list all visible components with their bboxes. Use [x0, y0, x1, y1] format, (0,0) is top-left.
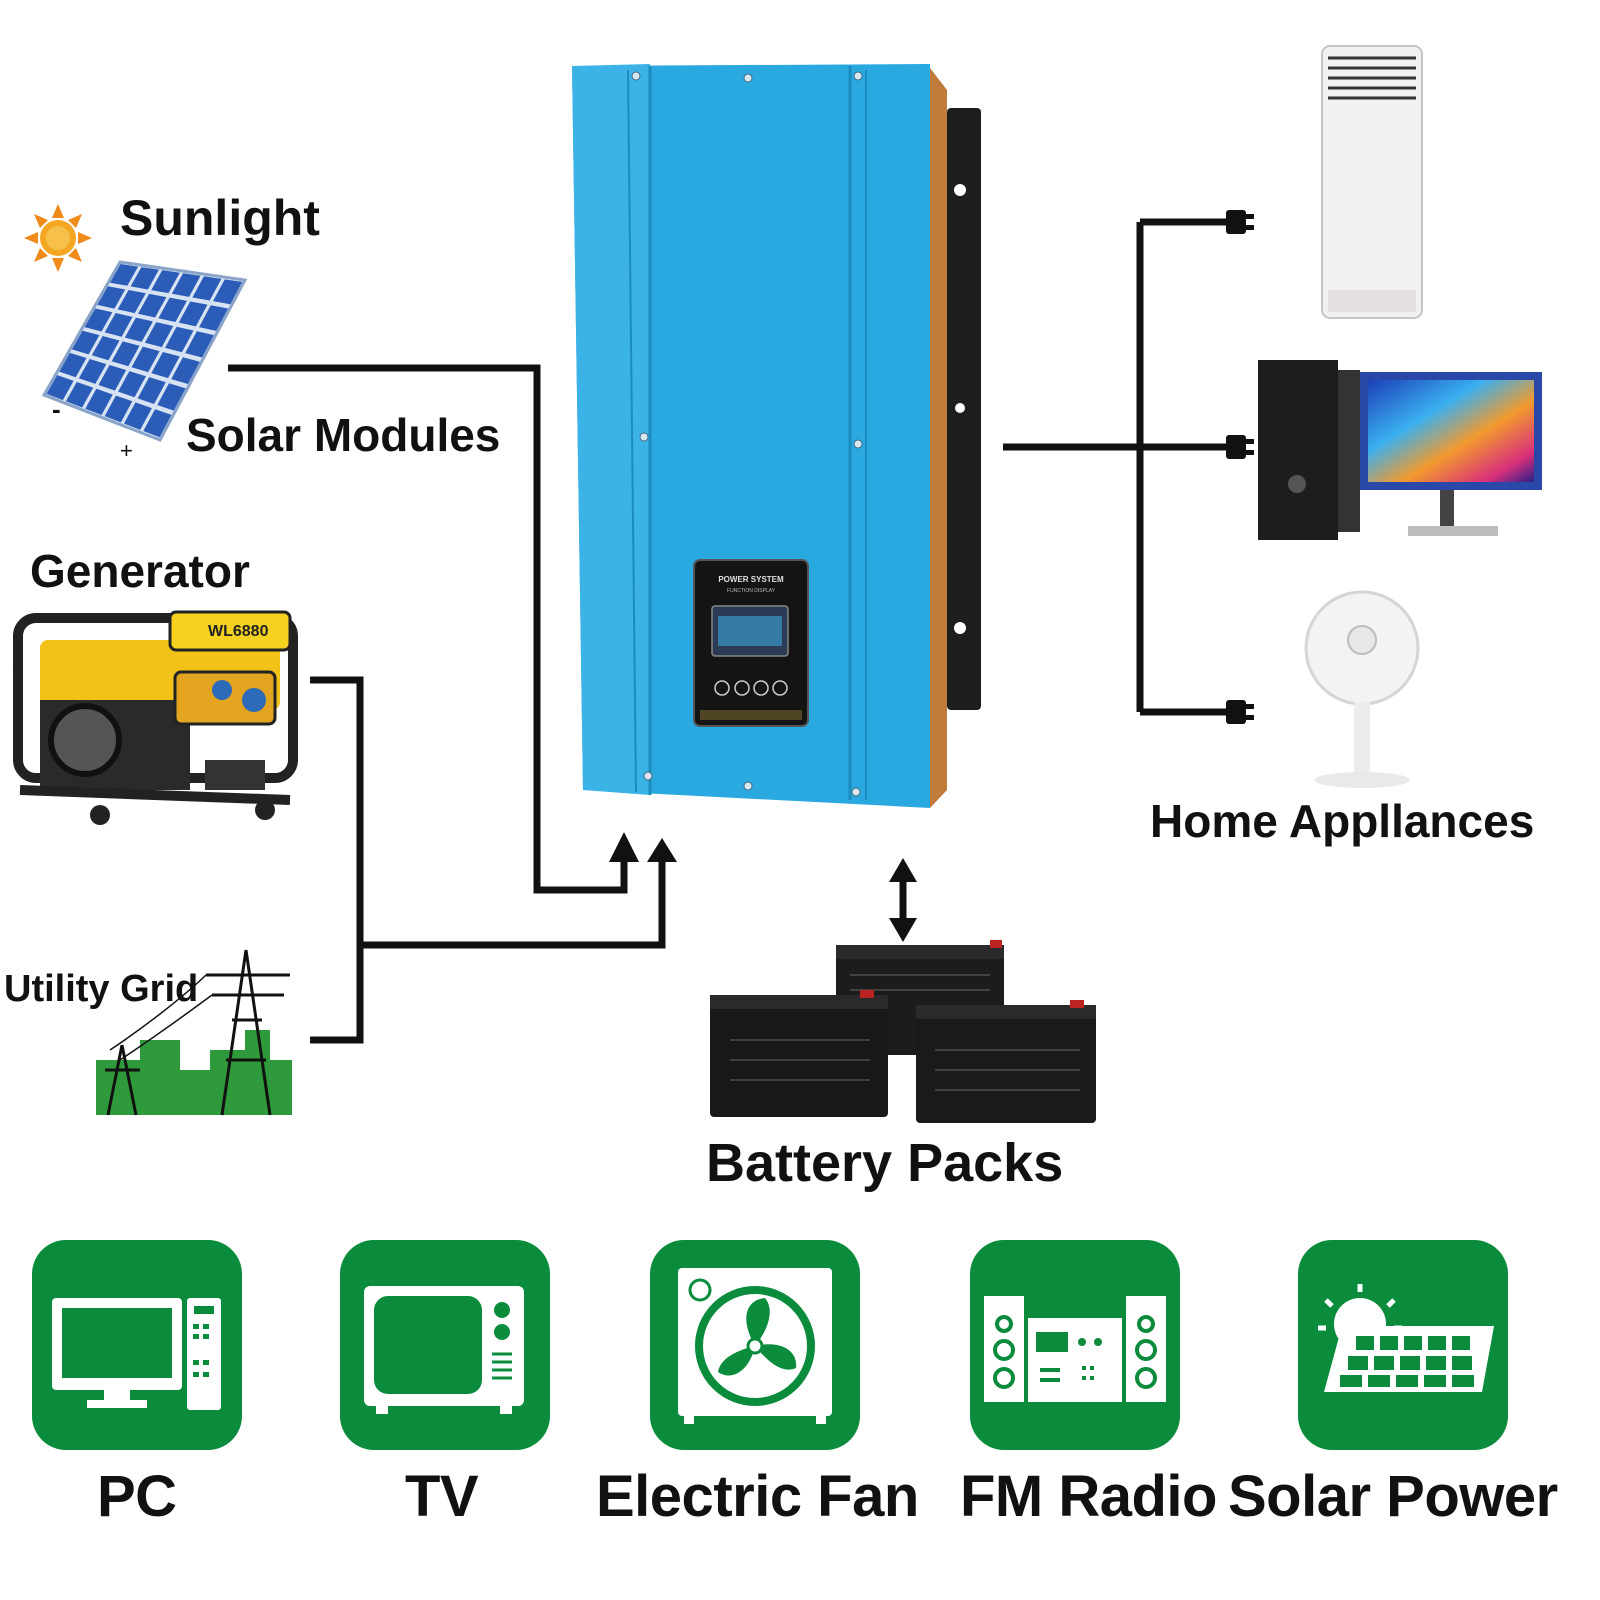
solar-cell — [104, 395, 133, 423]
utility-grid-label: Utility Grid — [4, 968, 199, 1010]
solar-cell — [117, 290, 146, 314]
feature-label-electric-fan: Electric Fan — [596, 1464, 919, 1529]
plug-icon — [1226, 700, 1254, 724]
feature-label-tv: TV — [405, 1464, 479, 1529]
solar-power-tile — [1298, 1240, 1508, 1450]
solar-cell — [151, 351, 180, 379]
solar-cell — [137, 377, 166, 404]
sunlight-label: Sunlight — [120, 190, 320, 246]
fm-radio-tile — [970, 1240, 1180, 1450]
solar-cell — [178, 301, 208, 327]
solar-cell — [192, 276, 222, 301]
solar-cell — [185, 331, 214, 358]
computer-icon — [1258, 360, 1542, 540]
home-appliances-label: Home Appllances — [1150, 795, 1535, 847]
solar-cell — [171, 273, 201, 297]
solar-cell — [78, 358, 107, 384]
pc-icon — [52, 1298, 221, 1410]
solar-cell — [143, 409, 172, 438]
generator-label: Generator — [30, 545, 250, 597]
solar-cell — [123, 402, 152, 430]
solar-cell — [171, 357, 200, 385]
solar-cell — [199, 305, 229, 331]
feature-label-fm-radio: FM Radio — [960, 1464, 1217, 1529]
solar-cell — [84, 308, 113, 332]
solar-cell — [97, 286, 126, 309]
solar-cell — [158, 297, 187, 322]
svg-text:+: + — [120, 438, 133, 463]
solar-modules-label: Solar Modules — [186, 409, 501, 461]
solar-cell — [46, 375, 74, 401]
solar-cell — [131, 346, 160, 373]
standing-fan-icon — [1304, 590, 1420, 788]
battery-icon — [916, 1000, 1096, 1123]
solar-power-icon — [1318, 1284, 1494, 1392]
solar-cell — [118, 371, 146, 398]
svg-text:POWER SYSTEM: POWER SYSTEM — [718, 575, 784, 584]
solar-cell — [71, 330, 100, 355]
solar-cell — [124, 317, 153, 342]
solar-cell — [213, 279, 243, 305]
solar-cell — [91, 336, 120, 361]
feature-label-pc: PC — [97, 1464, 177, 1529]
svg-text:WL6880: WL6880 — [208, 623, 269, 640]
arrow-grid-up — [647, 838, 677, 862]
feature-label-solar-power: Solar Power — [1228, 1464, 1558, 1529]
battery-packs-label: Battery Packs — [706, 1133, 1064, 1193]
solar-cell — [65, 381, 94, 408]
plug-icon — [1226, 435, 1254, 459]
solar-cell — [109, 264, 139, 286]
solar-cell — [59, 352, 87, 378]
air-conditioner-icon — [1321, 45, 1423, 319]
solar-cell — [111, 341, 140, 367]
solar-cell — [104, 313, 133, 337]
svg-text:FUNCTION DISPLAY: FUNCTION DISPLAY — [727, 588, 776, 594]
electric-fan-icon — [678, 1268, 832, 1424]
solar-cell — [157, 383, 186, 411]
solar-cell — [138, 293, 167, 318]
fm-radio-icon — [984, 1296, 1166, 1402]
svg-text:-: - — [52, 394, 61, 424]
solar-cell — [151, 270, 180, 294]
solar-cell — [85, 388, 113, 415]
tv-tile — [340, 1240, 550, 1450]
solar-cell — [165, 326, 194, 353]
arrow-solar-up — [609, 832, 639, 862]
battery-icon — [710, 990, 888, 1117]
solar-cell — [144, 322, 174, 348]
pc-tile — [32, 1240, 242, 1450]
electric-fan-tile — [650, 1240, 860, 1450]
solar-cell — [98, 365, 127, 391]
solar-cell — [130, 267, 159, 290]
tv-icon — [364, 1286, 524, 1414]
arrow-battery-up — [889, 858, 917, 882]
arrow-battery-down — [889, 918, 917, 942]
plug-icon — [1226, 210, 1254, 234]
